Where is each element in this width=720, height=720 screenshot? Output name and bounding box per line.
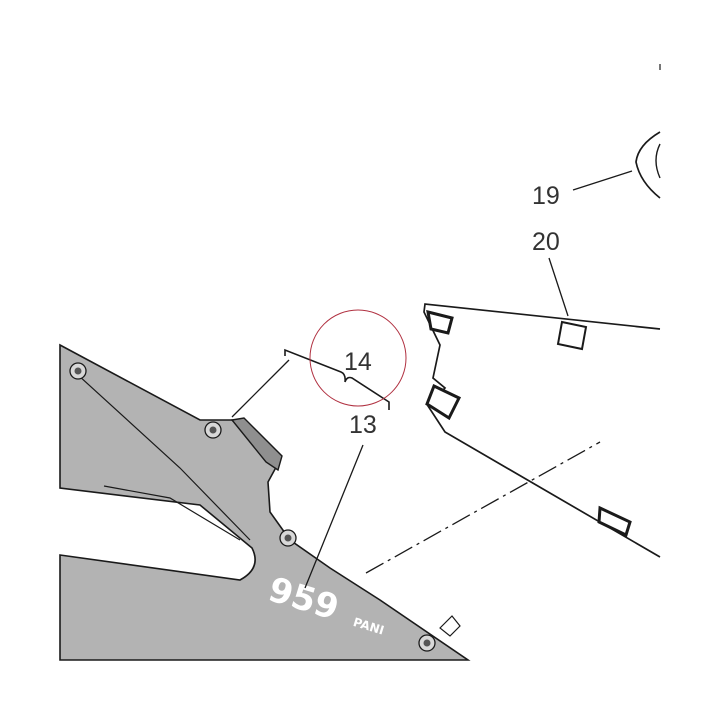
callout-20: 20	[532, 228, 560, 256]
highlight-circle	[309, 309, 407, 407]
fairing-clip-icon	[439, 615, 461, 637]
leader-line-14	[231, 359, 290, 418]
callout-13: 13	[349, 411, 377, 439]
callout-14: 14	[344, 348, 372, 376]
fairing-bolt-hole	[204, 421, 222, 439]
fairing-bolt-hole	[279, 529, 297, 547]
mirror-part	[635, 64, 661, 199]
fairing-bolt-hole	[69, 362, 87, 380]
fairing-bolt-hole	[418, 634, 436, 652]
brace-14	[284, 348, 390, 410]
leader-line-20	[548, 257, 569, 317]
film-sheet	[423, 303, 661, 558]
side-fairing-panel	[59, 343, 471, 661]
callout-19: 19	[532, 182, 560, 210]
leader-line-19	[572, 170, 633, 191]
assembly-axis-line	[365, 441, 601, 574]
leader-line-13	[304, 444, 364, 589]
